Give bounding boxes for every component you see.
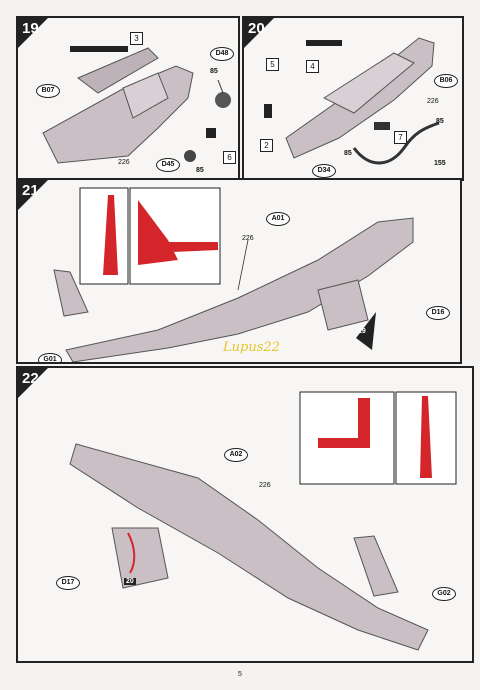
page-number: 5	[238, 671, 242, 678]
label-226: 226	[118, 159, 130, 166]
step-20-panel: 20 5 4 B06 226 85 7 2 85 D34 155	[242, 16, 464, 181]
label-85a: 85	[210, 68, 218, 75]
d34-callout: D34	[312, 164, 336, 178]
step-22-panel: 22 A02 226 D17 20 G02	[16, 366, 474, 663]
label-155: 155	[434, 160, 446, 167]
part-4-box: 4	[306, 60, 319, 73]
b07-callout: B07	[36, 84, 60, 98]
step-19-illustration	[42, 46, 231, 164]
watermark: Lupus22	[223, 340, 280, 355]
part-2-box: 2	[260, 139, 273, 152]
step-21-number: 21	[22, 182, 39, 199]
step-20-reference: 20	[124, 578, 136, 585]
part-7-box: 7	[394, 131, 407, 144]
b06-callout: B06	[434, 74, 458, 88]
d16-callout: D16	[426, 306, 450, 320]
d17-callout: D17	[56, 576, 80, 590]
g02-callout: G02	[432, 587, 456, 601]
part-5-box: 5	[266, 58, 279, 71]
label-85b: 85	[196, 167, 204, 174]
step-19-reference: 19	[358, 328, 366, 335]
step-20-illustration	[264, 37, 440, 165]
step-21-illustration	[53, 187, 414, 362]
step-22-illustration	[69, 391, 457, 651]
label-226: 226	[242, 235, 254, 242]
label-85b: 85	[344, 150, 352, 157]
g01-callout: G01	[38, 353, 62, 362]
step-19-number: 19	[22, 20, 39, 37]
label-226: 226	[259, 482, 271, 489]
part-6-box: 6	[223, 151, 236, 164]
step-20-number: 20	[248, 20, 265, 37]
step-19-panel: 19 3 B07 D48 85 6 226 D45 85	[16, 16, 240, 181]
step-22-number: 22	[22, 370, 39, 387]
a01-callout: A01	[266, 212, 290, 226]
d45-callout: D45	[156, 158, 180, 172]
d48-callout: D48	[210, 47, 234, 61]
label-85a: 85	[436, 118, 444, 125]
step-21-panel: 21 A01 226 D16 G01 19 Lupus22	[16, 178, 462, 364]
a02-callout: A02	[224, 448, 248, 462]
part-3-box: 3	[130, 32, 143, 45]
label-226: 226	[427, 98, 439, 105]
